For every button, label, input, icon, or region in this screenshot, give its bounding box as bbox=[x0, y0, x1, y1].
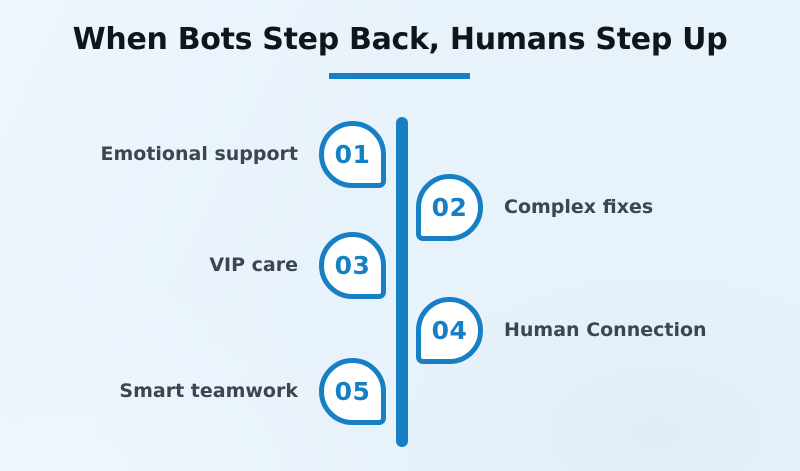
step-label: VIP care bbox=[209, 254, 298, 276]
step-badge-04: 04 bbox=[416, 297, 483, 364]
step-number: 04 bbox=[431, 316, 468, 345]
step-number: 05 bbox=[334, 377, 371, 406]
step-badge-03: 03 bbox=[319, 232, 386, 299]
step-number: 02 bbox=[431, 193, 468, 222]
page-title: When Bots Step Back, Humans Step Up bbox=[72, 22, 728, 57]
step-label: Complex fixes bbox=[504, 196, 654, 218]
step-badge-01: 01 bbox=[319, 121, 386, 188]
title-underline bbox=[329, 73, 470, 79]
step-badge-02: 02 bbox=[416, 174, 483, 241]
step-label: Human Connection bbox=[504, 319, 707, 341]
step-number: 01 bbox=[334, 140, 371, 169]
timeline-line bbox=[396, 117, 408, 447]
step-number: 03 bbox=[334, 251, 371, 280]
step-label: Emotional support bbox=[100, 143, 299, 165]
step-label: Smart teamwork bbox=[119, 380, 298, 402]
step-badge-05: 05 bbox=[319, 358, 386, 425]
